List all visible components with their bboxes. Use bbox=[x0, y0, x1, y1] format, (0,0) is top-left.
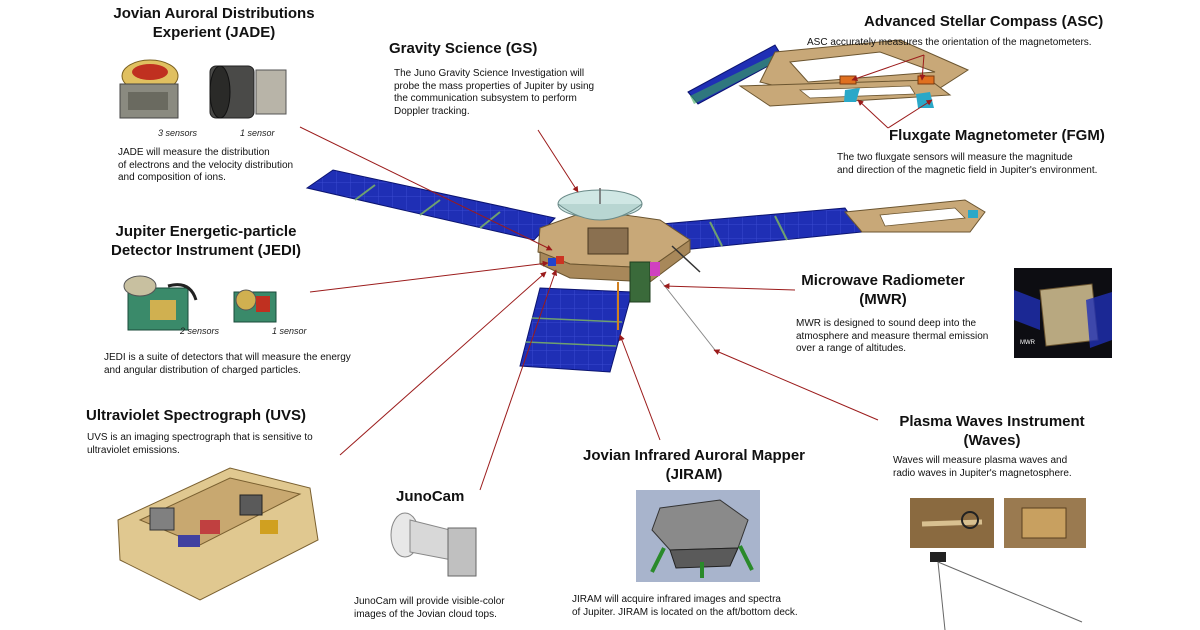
junocam-image bbox=[390, 512, 477, 577]
gs-desc-line1: The Juno Gravity Science Investigation w… bbox=[394, 68, 585, 79]
solar-array-lower bbox=[519, 287, 633, 373]
asc-fgm-boom-image bbox=[687, 39, 970, 108]
leader-line-fgm-b bbox=[857, 99, 889, 129]
junocam-desc-line2: images of the Jovian cloud tops. bbox=[354, 608, 497, 620]
jade-description: JADE will measure the distribution of el… bbox=[118, 147, 338, 185]
waves-title-line1: Plasma Waves Instrument bbox=[899, 413, 1085, 430]
mwr-image-label: MWR bbox=[1020, 340, 1036, 346]
waves-images bbox=[910, 498, 1086, 630]
mwr-desc-line2: atmosphere and measure thermal emission bbox=[796, 330, 989, 342]
uvs-image bbox=[117, 467, 319, 601]
junocam-desc-line1: JunoCam will provide visible-color bbox=[354, 596, 505, 607]
spacecraft-body bbox=[537, 209, 716, 351]
jiram-description: JIRAM will acquire infrared images and s… bbox=[572, 594, 842, 619]
jiram-image bbox=[636, 490, 760, 582]
jade-caption-1-sensor: 1 sensor bbox=[240, 128, 275, 138]
gs-title: Gravity Science (GS) bbox=[389, 40, 538, 57]
jade-title-line2: Experient (JADE) bbox=[152, 24, 276, 41]
jiram-desc-line2: of Jupiter. JIRAM is located on the aft/… bbox=[572, 606, 798, 618]
jiram-title: Jovian Infrared Auroral Mapper (JIRAM) bbox=[572, 446, 816, 484]
jedi-title: Jupiter Energetic-particle Detector Inst… bbox=[96, 222, 316, 260]
leader-line-gs bbox=[537, 129, 579, 193]
asc-description: ASC accurately measures the orientation … bbox=[807, 37, 1137, 50]
jade-caption-3-sensors: 3 sensors bbox=[158, 128, 198, 138]
waves-title-line2: (Waves) bbox=[963, 432, 1021, 449]
leader-line-asc-b bbox=[851, 54, 925, 82]
leader-line-mwr bbox=[663, 283, 796, 291]
leader-line-jiram bbox=[619, 334, 661, 441]
solar-array-right bbox=[649, 199, 986, 253]
junocam-title: JunoCam bbox=[396, 488, 465, 505]
leader-line-uvs bbox=[339, 271, 547, 456]
junocam-description: JunoCam will provide visible-color image… bbox=[354, 596, 544, 621]
mwr-image: MWR bbox=[1014, 268, 1112, 358]
jedi-desc-line2: and angular distribution of charged part… bbox=[104, 364, 301, 376]
uvs-title: Ultraviolet Spectrograph (UVS) bbox=[86, 407, 307, 424]
leader-line-junocam bbox=[479, 269, 558, 491]
waves-desc-line1: Waves will measure plasma waves and bbox=[893, 455, 1068, 466]
uvs-description: UVS is an imaging spectrograph that is s… bbox=[87, 432, 347, 457]
asc-desc-line1: ASC accurately measures the orientation … bbox=[807, 37, 1092, 48]
leader-line-waves bbox=[713, 349, 879, 421]
jedi-caption-1-sensor: 1 sensor bbox=[272, 326, 307, 336]
waves-title: Plasma Waves Instrument (Waves) bbox=[890, 412, 1094, 450]
jedi-caption-2-sensors: 2 sensors bbox=[180, 326, 220, 336]
gs-desc-line4: Doppler tracking. bbox=[394, 105, 470, 117]
gs-desc-line3: the communication subsystem to perform bbox=[394, 93, 577, 104]
jedi-desc-line1: JEDI is a suite of detectors that will m… bbox=[104, 352, 351, 363]
mwr-title: Microwave Radiometer (MWR) bbox=[792, 271, 974, 309]
fgm-desc-line1: The two fluxgate sensors will measure th… bbox=[837, 152, 1073, 163]
leader-line-fgm-a bbox=[887, 99, 933, 129]
jedi-description: JEDI is a suite of detectors that will m… bbox=[104, 352, 384, 377]
asc-title: Advanced Stellar Compass (ASC) bbox=[864, 13, 1104, 30]
jedi-title-line2: Detector Instrument (JEDI) bbox=[110, 242, 302, 259]
waves-description: Waves will measure plasma waves and radi… bbox=[893, 455, 1123, 480]
mwr-title-line1: Microwave Radiometer bbox=[801, 272, 965, 289]
jedi-sensor-images bbox=[123, 275, 277, 331]
jiram-title-line2: (JIRAM) bbox=[665, 466, 723, 483]
jade-desc-line1: JADE will measure the distribution bbox=[118, 147, 270, 158]
mwr-description: MWR is designed to sound deep into the a… bbox=[796, 318, 1006, 356]
mwr-desc-line1: MWR is designed to sound deep into the bbox=[796, 318, 977, 329]
jedi-title-line1: Jupiter Energetic-particle bbox=[115, 223, 297, 240]
jade-desc-line2: of electrons and the velocity distributi… bbox=[118, 159, 294, 171]
fgm-description: The two fluxgate sensors will measure th… bbox=[837, 152, 1137, 177]
jiram-desc-line1: JIRAM will acquire infrared images and s… bbox=[572, 594, 781, 605]
jiram-title-line1: Jovian Infrared Auroral Mapper bbox=[583, 447, 805, 464]
leader-line-jade bbox=[299, 126, 553, 251]
uvs-desc-line1: UVS is an imaging spectrograph that is s… bbox=[87, 432, 313, 443]
gs-description: The Juno Gravity Science Investigation w… bbox=[394, 68, 634, 118]
waves-desc-line2: radio waves in Jupiter's magnetosphere. bbox=[893, 467, 1072, 479]
leader-line-jedi bbox=[309, 260, 549, 293]
high-gain-antenna bbox=[557, 188, 643, 221]
mwr-desc-line3: over a range of altitudes. bbox=[796, 343, 907, 354]
leader-lines bbox=[299, 54, 933, 491]
uvs-desc-line2: ultraviolet emissions. bbox=[87, 444, 180, 456]
mwr-title-line2: (MWR) bbox=[859, 291, 907, 308]
jade-title: Jovian Auroral Distributions Experient (… bbox=[92, 4, 336, 42]
jade-title-line1: Jovian Auroral Distributions bbox=[113, 5, 315, 22]
jade-desc-line3: and composition of ions. bbox=[118, 172, 226, 183]
jade-sensor-images bbox=[119, 59, 287, 119]
fgm-title: Fluxgate Magnetometer (FGM) bbox=[889, 127, 1105, 144]
leader-line-asc-a bbox=[919, 54, 926, 81]
gs-desc-line2: probe the mass properties of Jupiter by … bbox=[394, 80, 595, 92]
solar-array-left bbox=[305, 169, 556, 241]
fgm-desc-line2: and direction of the magnetic field in J… bbox=[837, 164, 1098, 176]
